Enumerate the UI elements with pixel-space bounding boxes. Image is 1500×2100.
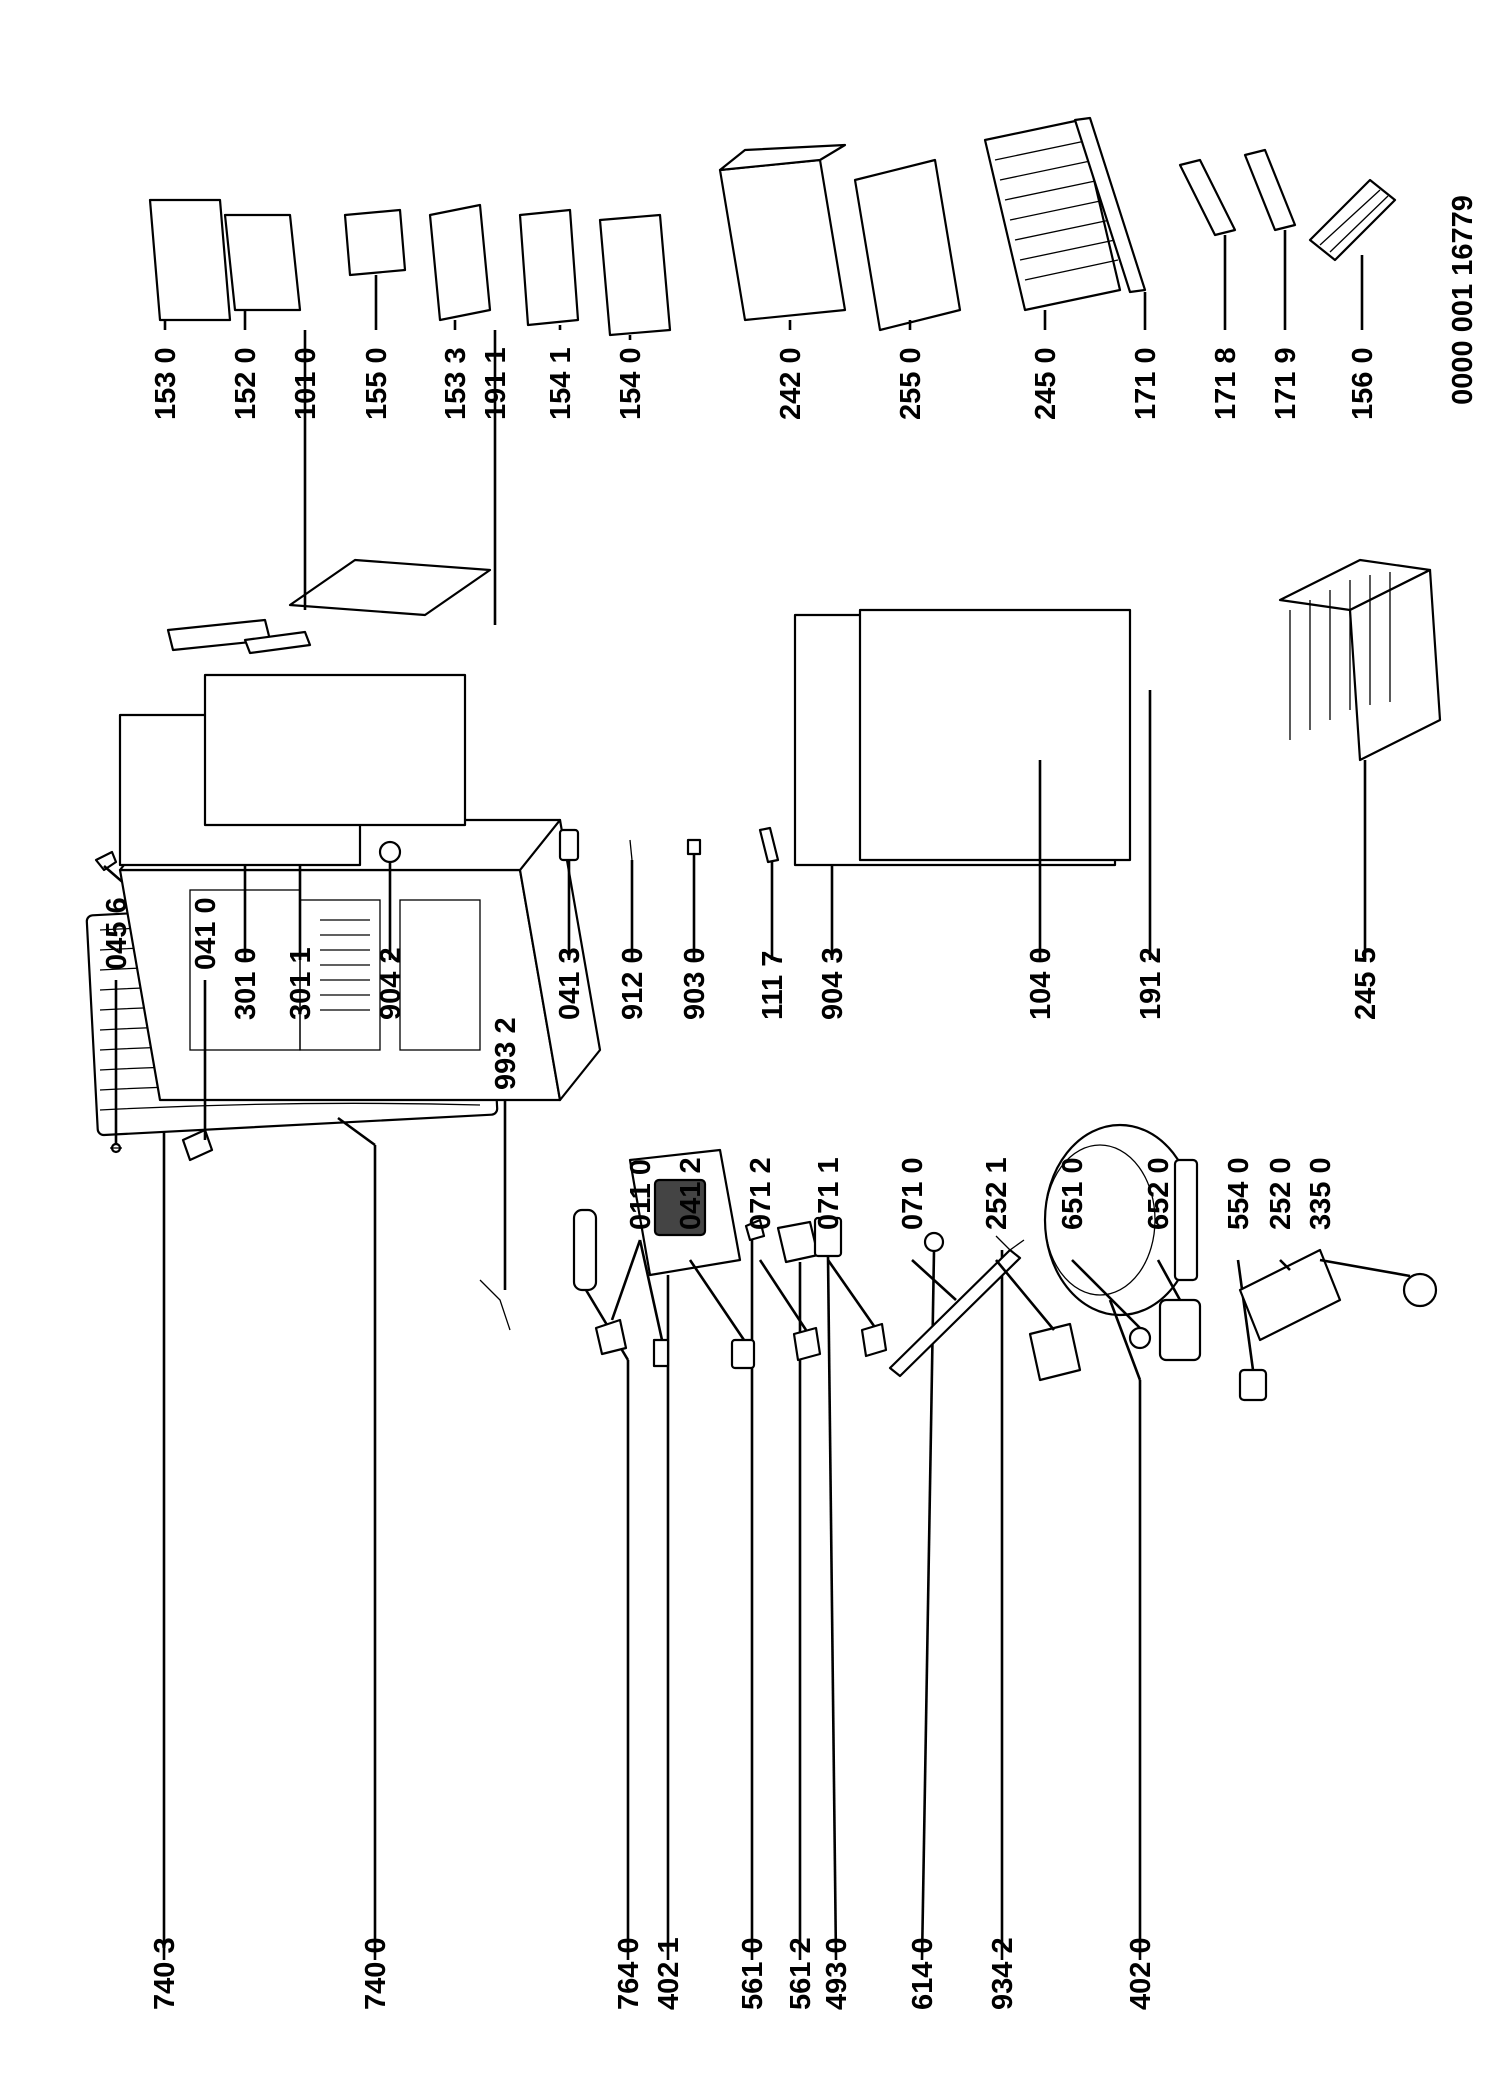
label-301-0: 301 0 <box>230 947 262 1020</box>
label-493-0: 493 0 <box>821 1937 853 2010</box>
part-561-0-clip <box>744 1218 766 1242</box>
label-993-2: 993 2 <box>490 1017 522 1090</box>
label-041-2: 041 2 <box>675 1157 707 1230</box>
label-191-2: 191 2 <box>1135 947 1167 1020</box>
part-171-9-bracket <box>1243 148 1297 232</box>
label-614-0: 614 0 <box>907 1937 939 2010</box>
label-252-1: 252 1 <box>981 1157 1013 1230</box>
part-335-0-knob <box>1402 1272 1438 1308</box>
part-191-2-gasket <box>858 608 1132 862</box>
part-402-1-relay-box <box>628 1148 742 1277</box>
label-101-0: 101 0 <box>290 347 322 420</box>
part-934-2-wire <box>995 1235 1025 1251</box>
label-561-0: 561 0 <box>737 1937 769 2010</box>
label-111-7: 111 7 <box>757 951 789 1020</box>
part-041-0-hinge <box>181 1128 214 1162</box>
part-152-0-door-shelf <box>223 213 302 312</box>
part-071-2-cover <box>792 1326 822 1362</box>
label-071-0: 071 0 <box>897 1157 929 1230</box>
label-071-2: 071 2 <box>745 1157 777 1230</box>
part-903-0-screw <box>686 838 702 856</box>
part-255-0-glass-shelf <box>853 158 962 332</box>
label-561-2: 561 2 <box>785 1937 817 2010</box>
part-252-0-control-unit <box>1238 1248 1342 1342</box>
label-152-0: 152 0 <box>230 347 262 420</box>
part-764-0-filter-drier <box>572 1208 598 1292</box>
label-903-0: 903 0 <box>679 947 711 1020</box>
label-045-6: 045 6 <box>101 897 133 970</box>
part-156-0-ice-tray <box>1308 178 1397 262</box>
part-554-0-relay <box>1238 1368 1268 1402</box>
label-301-1: 301 1 <box>285 947 317 1020</box>
label-402-0: 402 0 <box>1125 1937 1157 2010</box>
part-242-0-crisper-drawer <box>718 143 847 322</box>
part-154-1-door-shelf <box>518 208 580 327</box>
part-993-2-sensor <box>479 1279 511 1331</box>
label-904-3: 904 3 <box>817 947 849 1020</box>
part-011-0-feet <box>594 1318 670 1368</box>
part-111-7-strip <box>758 826 780 864</box>
label-171-9: 171 9 <box>1270 347 1302 420</box>
label-912-0: 912 0 <box>617 947 649 1020</box>
label-156-0: 156 0 <box>1347 347 1379 420</box>
part-041-3-hinge <box>558 828 580 862</box>
part-154-0-door-shelf <box>598 213 672 337</box>
label-041-0: 041 0 <box>190 897 222 970</box>
part-740-3-bracket <box>94 850 118 872</box>
document-number: 0000 001 16779 <box>1447 195 1479 405</box>
part-245-0-wire-shelf <box>983 118 1122 312</box>
part-614-0-grommet <box>923 1231 945 1253</box>
label-104-0: 104 0 <box>1025 947 1057 1020</box>
part-301-1-handle-trim <box>243 630 312 655</box>
label-554-0: 554 0 <box>1223 1157 1255 1230</box>
part-904-2-hinge-cap <box>378 840 402 864</box>
part-171-0-shelf-trim <box>1073 116 1147 294</box>
label-071-1: 071 1 <box>813 1157 845 1230</box>
part-652-0-lamp-holder <box>1158 1298 1202 1362</box>
part-651-0-lamp <box>1128 1326 1152 1350</box>
label-740-0: 740 0 <box>360 1937 392 2010</box>
part-561-2-cover <box>776 1220 820 1264</box>
label-242-0: 242 0 <box>775 347 807 420</box>
label-154-0: 154 0 <box>615 347 647 420</box>
part-245-5-crisper <box>1278 558 1442 762</box>
label-245-0: 245 0 <box>1030 347 1062 420</box>
part-912-0-spring <box>629 839 633 861</box>
part-402-0-compressor <box>1043 1123 1199 1317</box>
label-651-0: 651 0 <box>1057 1157 1089 1230</box>
label-153-0: 153 0 <box>150 347 182 420</box>
label-154-1: 154 1 <box>545 347 577 420</box>
part-155-0-egg-tray <box>343 208 407 277</box>
label-255-0: 255 0 <box>895 347 927 420</box>
label-335-0: 335 0 <box>1305 1157 1337 1230</box>
label-191-1: 191 1 <box>480 347 512 420</box>
label-904-2: 904 2 <box>375 947 407 1020</box>
label-153-3: 153 3 <box>440 347 472 420</box>
part-071-1-cover <box>860 1322 888 1358</box>
part-171-8-bracket <box>1178 158 1237 237</box>
label-252-0: 252 0 <box>1265 1157 1297 1230</box>
part-191-1-gasket <box>203 673 467 827</box>
label-041-3: 041 3 <box>554 947 586 1020</box>
label-011-0: 011 0 <box>625 1159 657 1230</box>
label-171-0: 171 0 <box>1130 347 1162 420</box>
part-071-0-rail <box>888 1248 1022 1378</box>
label-171-8: 171 8 <box>1210 347 1242 420</box>
label-764-0: 764 0 <box>613 1937 645 2010</box>
part-153-0-door-shelf <box>148 198 232 322</box>
part-041-2-hinge <box>730 1338 756 1370</box>
part-045-6-pin <box>110 1142 122 1154</box>
label-155-0: 155 0 <box>361 347 393 420</box>
part-252-1-thermostat <box>1028 1322 1082 1382</box>
label-934-2: 934 2 <box>987 1937 1019 2010</box>
label-245-5: 245 5 <box>1350 947 1382 1020</box>
label-652-0: 652 0 <box>1143 1157 1175 1230</box>
label-740-3: 740 3 <box>149 1937 181 2010</box>
label-402-1: 402 1 <box>653 1937 685 2010</box>
part-153-3-door-shelf <box>428 203 492 322</box>
